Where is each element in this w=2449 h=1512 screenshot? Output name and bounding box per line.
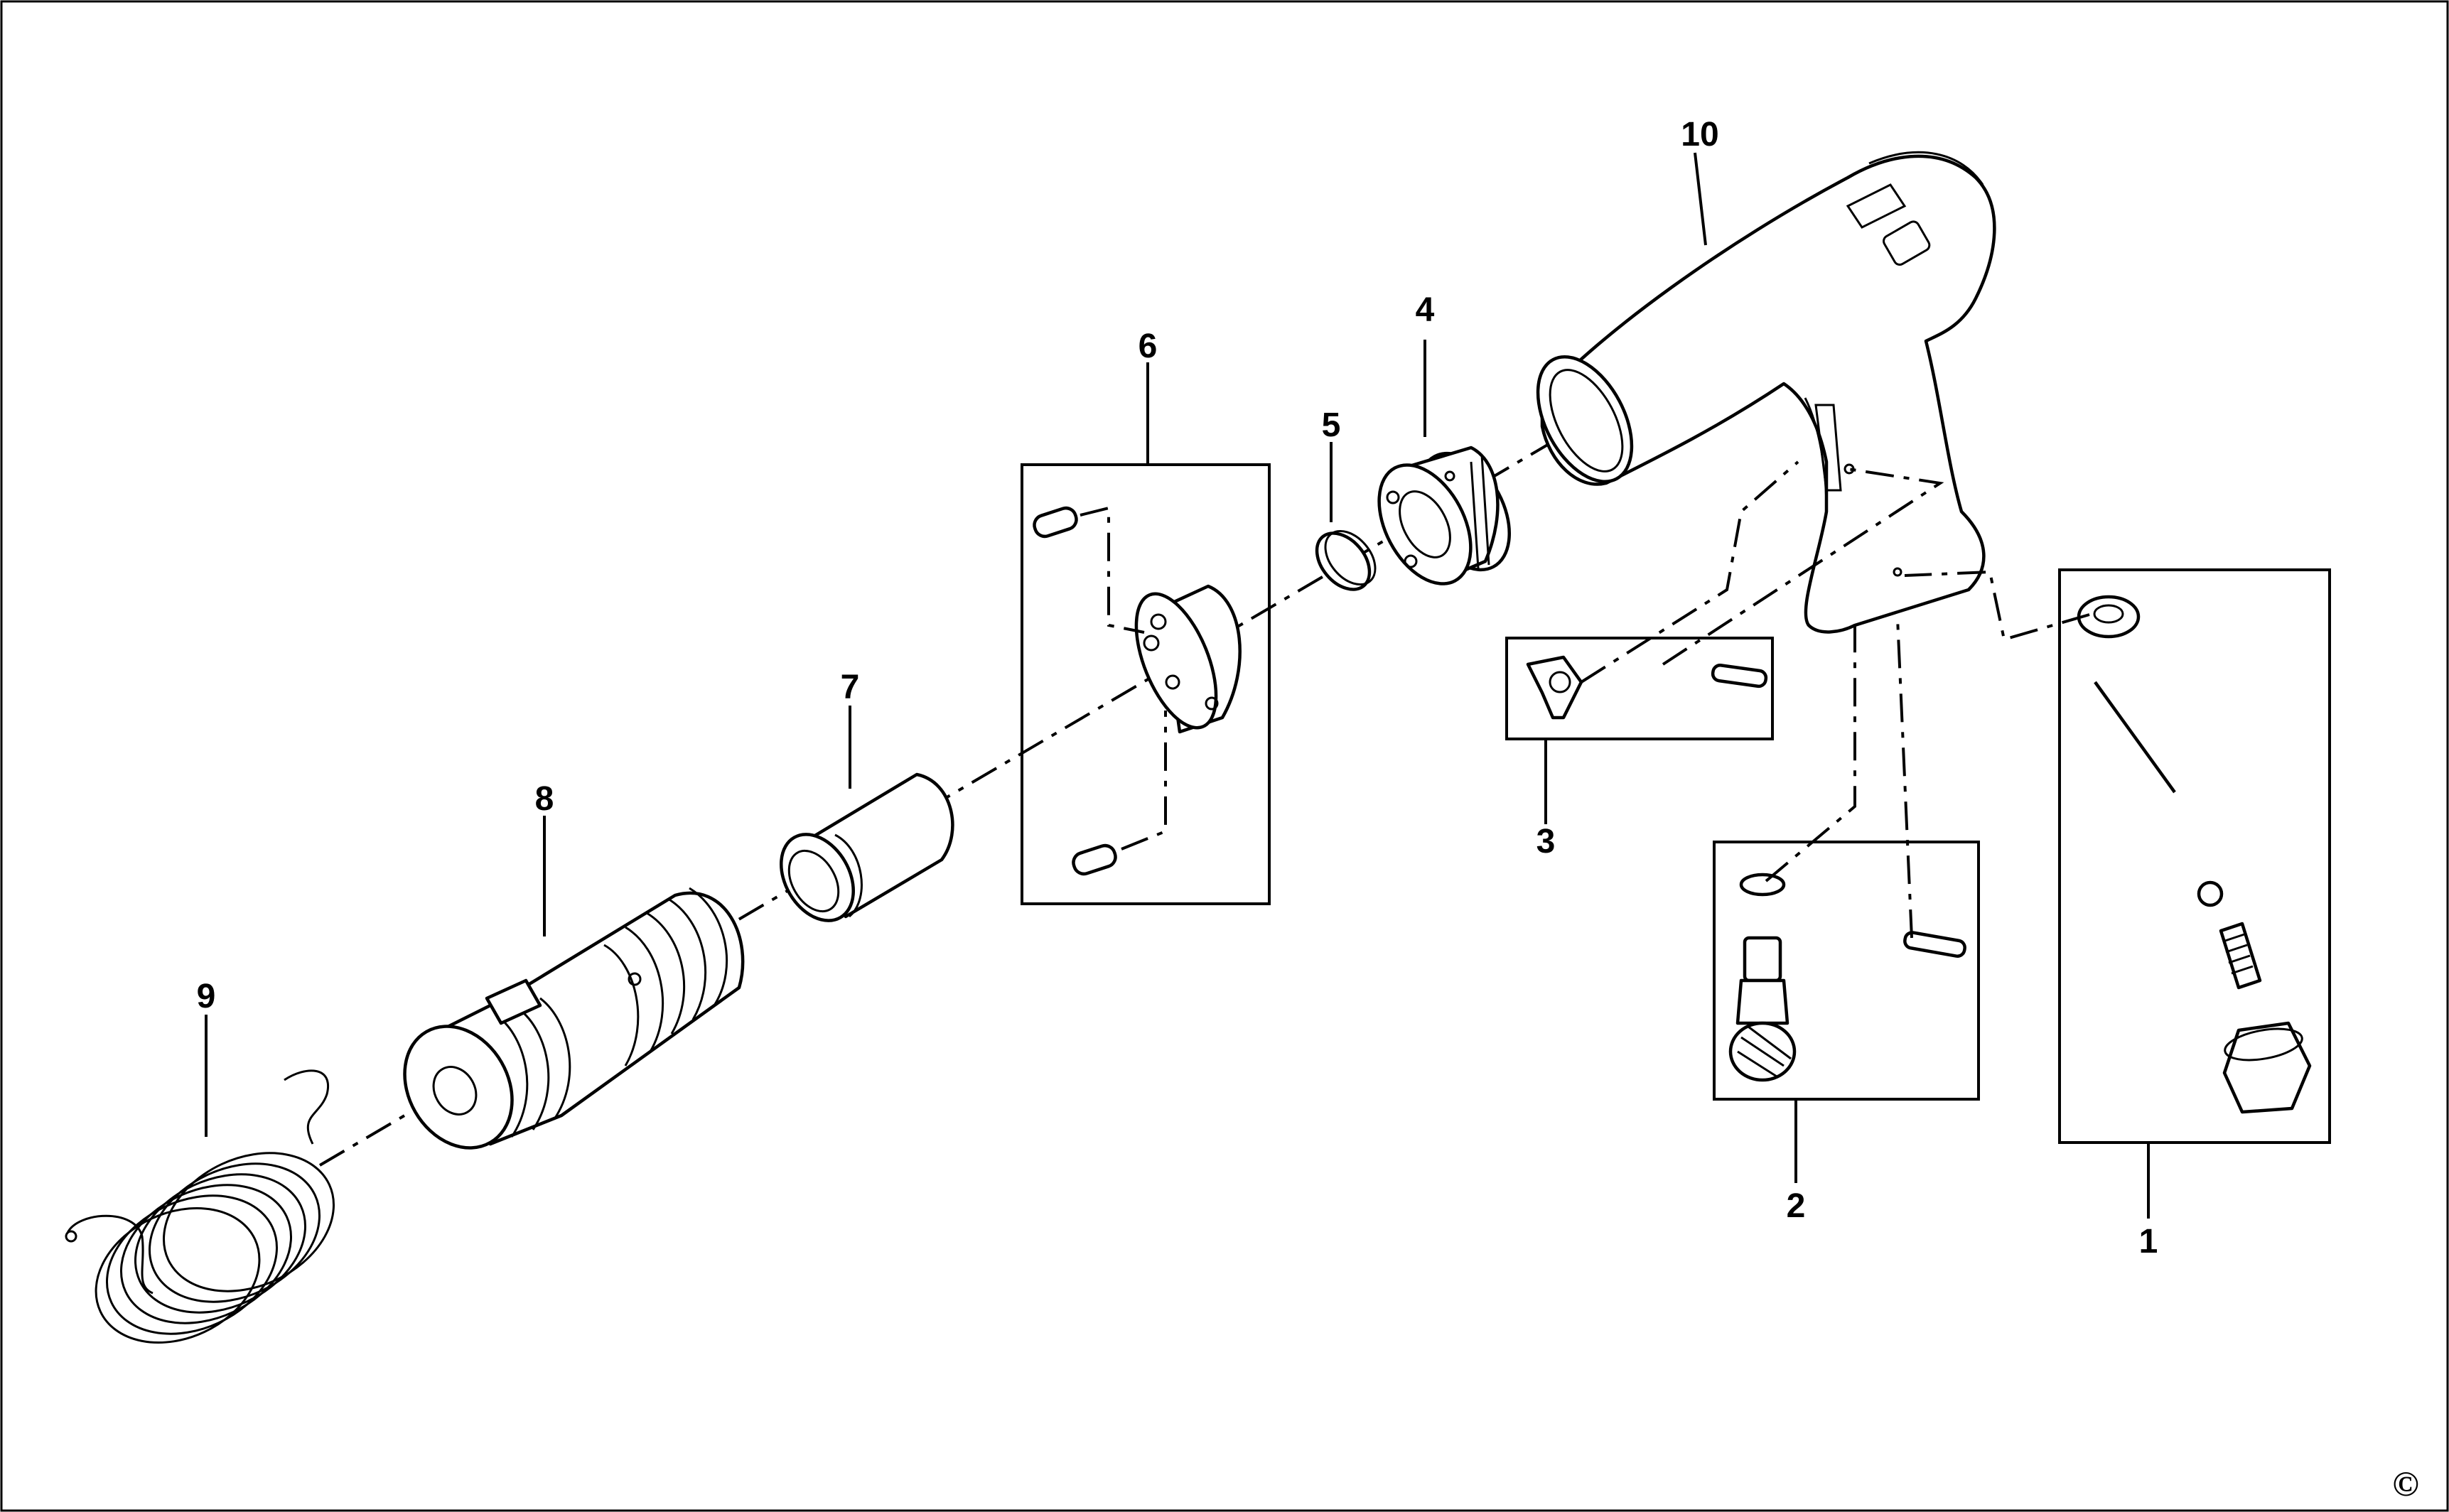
part-6-valve <box>1033 506 1242 876</box>
part-10-body <box>1536 151 1996 634</box>
part-5-seal <box>1315 529 1377 591</box>
part-4-head-ring <box>1377 446 1512 585</box>
leader-10 <box>1694 152 1707 246</box>
link-3-pin <box>1662 468 1944 666</box>
part-3-box <box>1505 637 1774 740</box>
part-1-throttle-valve <box>2077 595 2312 1114</box>
callout-1: 1 <box>2139 1223 2158 1260</box>
part-8-nozzle <box>403 887 745 1150</box>
link-1-valve <box>1904 570 2090 642</box>
callout-4: 4 <box>1416 291 1435 329</box>
link-2-pin <box>1896 617 1913 939</box>
callout-6: 6 <box>1139 328 1158 365</box>
callout-10: 10 <box>1681 116 1718 153</box>
copyright-mark: © <box>2392 1464 2418 1503</box>
callout-5: 5 <box>1322 406 1341 444</box>
part-9-spring <box>65 1069 335 1344</box>
callout-3: 3 <box>1536 823 1556 860</box>
link-2-stem <box>1765 618 1856 882</box>
part-2-valve-stem <box>1728 873 1966 1082</box>
part-6-box <box>1021 463 1271 905</box>
link-3-trigger <box>1580 460 1799 684</box>
part-2-box <box>1713 841 1980 1101</box>
callout-8: 8 <box>535 780 554 818</box>
part-7-piston <box>780 772 954 922</box>
callout-2: 2 <box>1787 1187 1806 1225</box>
callout-7: 7 <box>841 669 860 706</box>
part-3-trigger <box>1526 655 1768 720</box>
part-1-box <box>2058 568 2331 1144</box>
callout-9: 9 <box>197 978 216 1015</box>
